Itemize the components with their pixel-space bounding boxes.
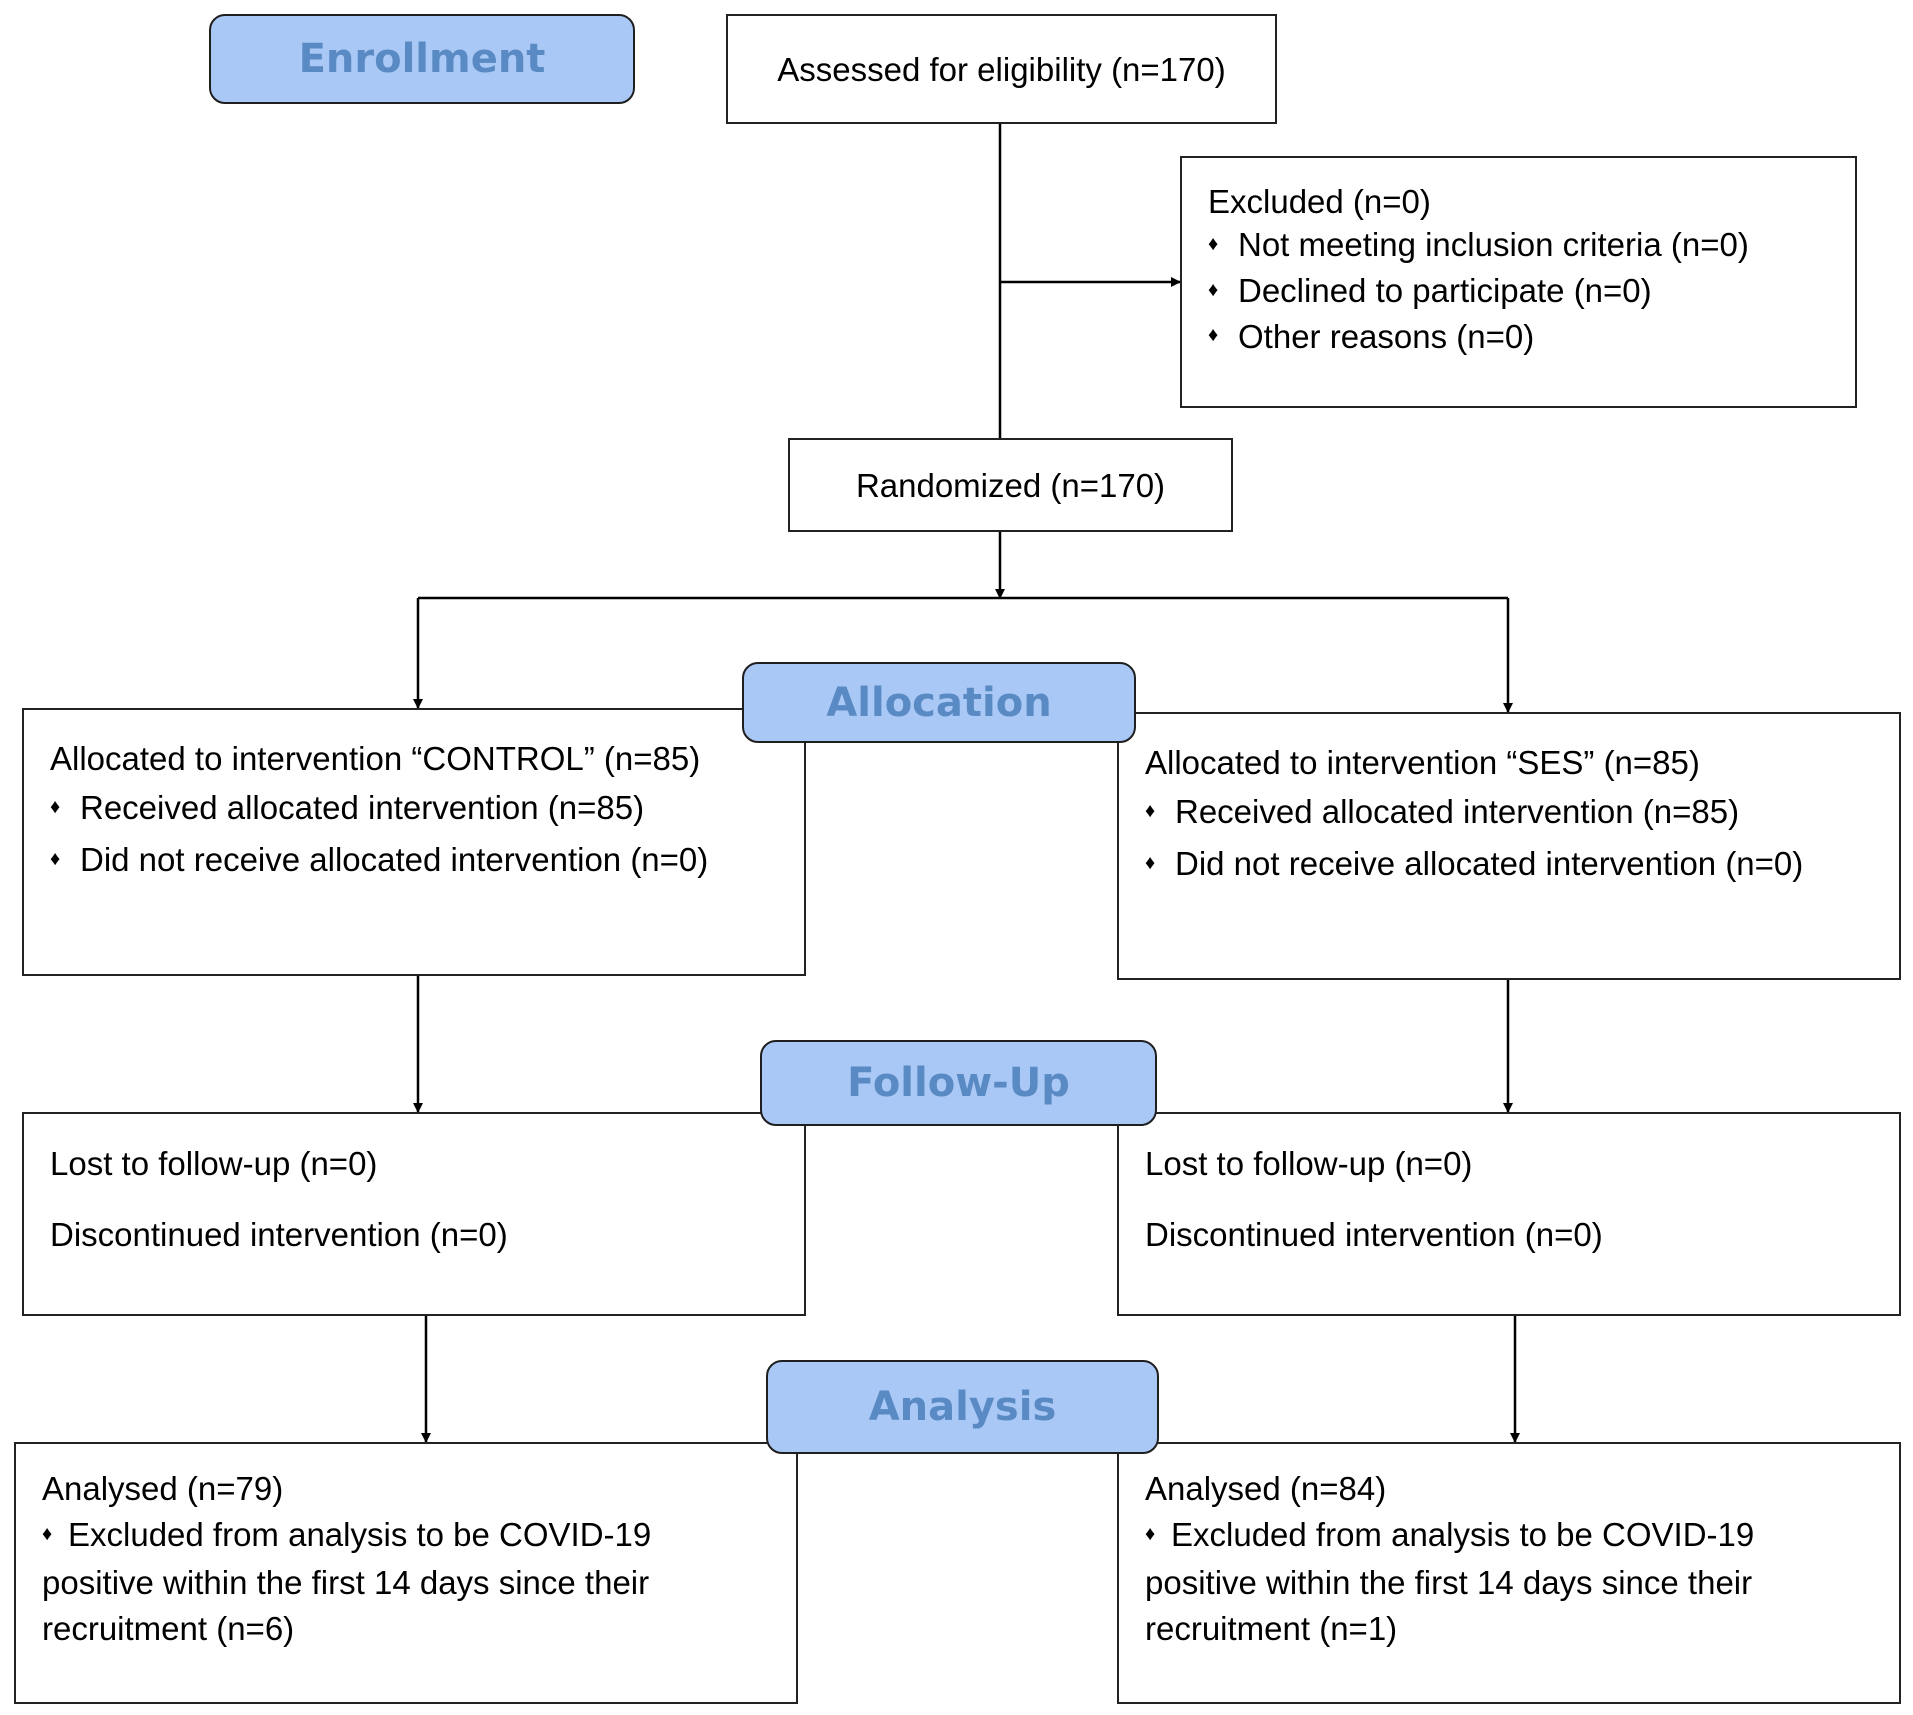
bullet-icon: ♦ [1145, 1523, 1156, 1546]
assessed-text: Assessed for eligibility (n=170) [777, 50, 1226, 88]
control-allocation-title: Allocated to intervention “CONTROL” (n=8… [50, 740, 701, 777]
bullet-icon: ♦ [1208, 324, 1219, 347]
ses-allocation-title: Allocated to intervention “SES” (n=85) [1145, 744, 1700, 781]
bullet-icon: ♦ [1208, 232, 1219, 255]
control-analysed-title: Analysed (n=79) [42, 1470, 284, 1507]
randomized-box: Randomized (n=170) [788, 438, 1233, 532]
allocation-label: Allocation [742, 662, 1136, 743]
ses-received-item: ♦Received allocated intervention (n=85) [1145, 787, 1899, 839]
assessed-box: Assessed for eligibility (n=170) [726, 14, 1277, 124]
bullet-icon: ♦ [1208, 278, 1219, 301]
ses-analysis-box: Analysed (n=84) ♦Excluded from analysis … [1117, 1442, 1901, 1704]
bullet-icon: ♦ [1145, 851, 1156, 874]
excluded-title: Excluded (n=0) [1208, 183, 1431, 220]
bullet-icon: ♦ [50, 795, 61, 818]
control-received-item: ♦Received allocated intervention (n=85) [50, 783, 804, 835]
ses-analysis-exclusion-item: ♦Excluded from analysis to be COVID-19 p… [1145, 1512, 1849, 1652]
bullet-icon: ♦ [1145, 799, 1156, 822]
ses-followup-box: Lost to follow-up (n=0) Discontinued int… [1117, 1112, 1901, 1316]
ses-lost-followup: Lost to follow-up (n=0) [1145, 1145, 1473, 1182]
excluded-box: Excluded (n=0) ♦Not meeting inclusion cr… [1180, 156, 1857, 408]
ses-analysed-title: Analysed (n=84) [1145, 1470, 1387, 1507]
excluded-item-1: ♦Not meeting inclusion criteria (n=0) [1208, 223, 1855, 269]
ses-discontinued: Discontinued intervention (n=0) [1145, 1216, 1603, 1253]
excluded-item-3: ♦Other reasons (n=0) [1208, 315, 1855, 361]
randomized-text: Randomized (n=170) [855, 466, 1166, 504]
ses-not-received-item: ♦Did not receive allocated intervention … [1145, 839, 1899, 891]
analysis-label: Analysis [766, 1360, 1159, 1454]
enrollment-label: Enrollment [209, 14, 635, 104]
followup-label: Follow-Up [760, 1040, 1157, 1126]
ses-allocation-box: Allocated to intervention “SES” (n=85) ♦… [1117, 712, 1901, 980]
excluded-item-2: ♦Declined to participate (n=0) [1208, 269, 1855, 315]
control-analysis-exclusion-item: ♦Excluded from analysis to be COVID-19 p… [42, 1512, 746, 1652]
bullet-icon: ♦ [50, 847, 61, 870]
control-allocation-box: Allocated to intervention “CONTROL” (n=8… [22, 708, 806, 976]
control-analysis-box: Analysed (n=79) ♦Excluded from analysis … [14, 1442, 798, 1704]
control-followup-box: Lost to follow-up (n=0) Discontinued int… [22, 1112, 806, 1316]
control-lost-followup: Lost to follow-up (n=0) [50, 1145, 378, 1182]
control-not-received-item: ♦Did not receive allocated intervention … [50, 835, 804, 887]
bullet-icon: ♦ [42, 1523, 53, 1546]
control-discontinued: Discontinued intervention (n=0) [50, 1216, 508, 1253]
